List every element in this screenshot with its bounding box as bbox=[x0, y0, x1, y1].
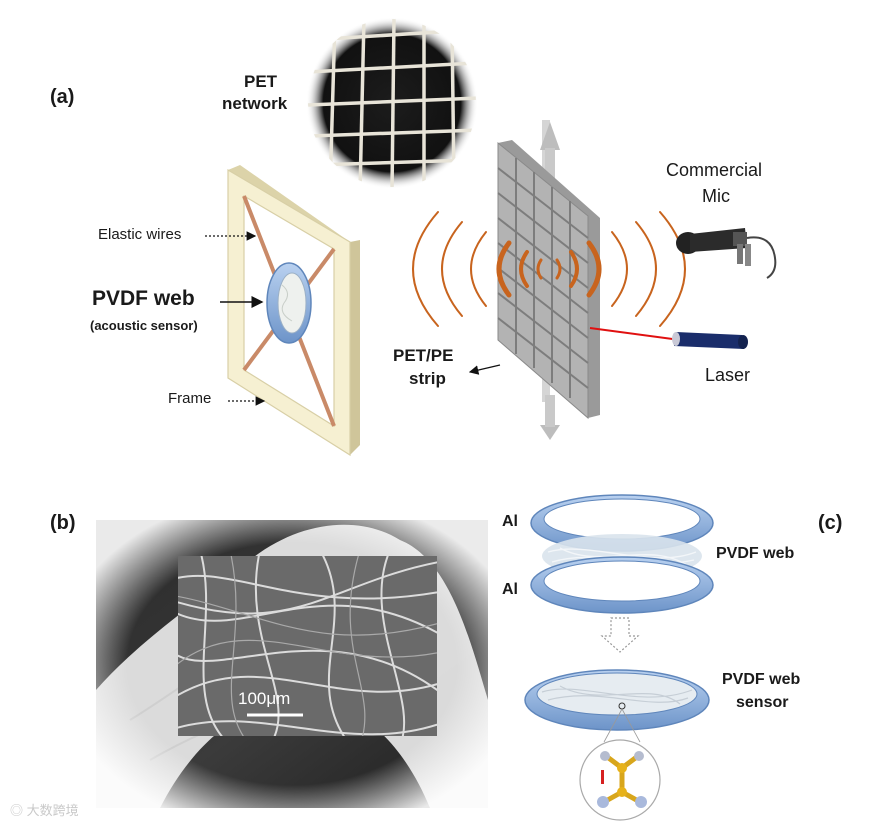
al-bottom-label: Al bbox=[502, 581, 518, 598]
microphone-icon bbox=[676, 228, 777, 279]
strip-arrow bbox=[468, 364, 501, 375]
laser-label: Laser bbox=[705, 365, 751, 385]
sem-image bbox=[178, 556, 437, 736]
pet-network-label-line2: network bbox=[222, 94, 288, 113]
panel-a-label: (a) bbox=[50, 86, 75, 108]
pvdf-web-sensor bbox=[524, 669, 710, 743]
pet-pe-strip bbox=[497, 120, 600, 440]
pet-pe-strip-label-line2: strip bbox=[409, 369, 446, 388]
commercial-mic-label-line2: Mic bbox=[702, 186, 730, 206]
pvdf-web-layer-label: PVDF web bbox=[716, 545, 795, 562]
electrode-stack bbox=[530, 494, 714, 614]
elastic-wires-label: Elastic wires bbox=[98, 226, 182, 243]
watermark-logo-icon: ◎ bbox=[10, 803, 27, 818]
scale-bar-label: 100μm bbox=[238, 689, 291, 708]
pet-network-image bbox=[306, 17, 478, 189]
laser-icon bbox=[589, 327, 748, 349]
pvdf-web-sensor-label-line1: PVDF web bbox=[722, 671, 801, 688]
pet-pe-strip-label-line1: PET/PE bbox=[393, 346, 454, 365]
acoustic-sensor-label: (acoustic sensor) bbox=[90, 318, 198, 333]
pet-network-label-line1: PET bbox=[244, 72, 278, 91]
molecule-icon bbox=[579, 739, 661, 821]
panel-c-label: (c) bbox=[818, 512, 843, 534]
pvdf-web-sensor-label-line2: sensor bbox=[736, 694, 789, 711]
sound-waves bbox=[412, 211, 686, 327]
sensor-frame bbox=[227, 165, 360, 457]
panel-b-label: (b) bbox=[50, 512, 76, 534]
watermark: ◎ 大数跨境 bbox=[10, 800, 79, 819]
down-arrow-icon bbox=[600, 617, 640, 653]
commercial-mic-label-line1: Commercial bbox=[666, 160, 763, 180]
al-top-label: Al bbox=[502, 513, 518, 530]
watermark-text: 大数跨境 bbox=[26, 803, 79, 818]
pvdf-web-label: PVDF web bbox=[92, 287, 195, 310]
frame-label: Frame bbox=[168, 390, 212, 407]
